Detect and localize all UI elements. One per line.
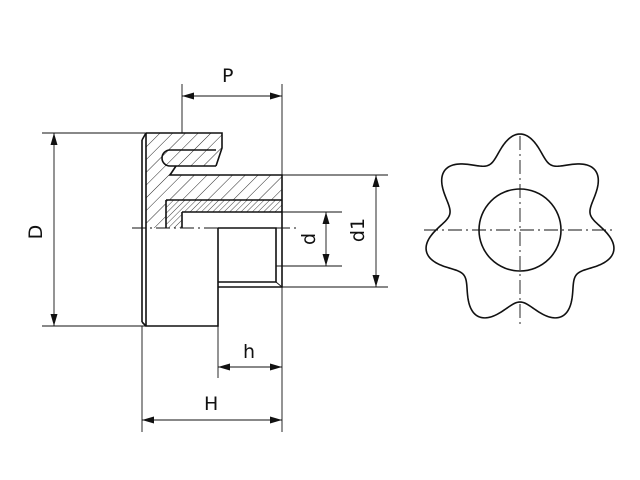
slot-outline xyxy=(161,149,216,167)
dim-label-d: d xyxy=(298,233,320,245)
insert-outline xyxy=(165,199,282,228)
dimensions: P D d d1 h H xyxy=(25,65,388,432)
dim-label-D: D xyxy=(25,225,47,240)
bore-outline xyxy=(218,227,277,283)
insert-bushing-hatch xyxy=(166,200,282,228)
dim-label-P: P xyxy=(222,65,233,87)
dim-label-d1: d1 xyxy=(347,218,369,242)
grip-edge-top xyxy=(141,132,147,327)
dim-label-H: H xyxy=(204,393,218,415)
side-view xyxy=(132,132,300,327)
dim-label-h: h xyxy=(243,341,255,363)
front-view xyxy=(424,133,616,326)
bore-chamfer xyxy=(275,281,283,288)
knob-outline xyxy=(145,132,223,327)
knob-section-hatch xyxy=(146,133,282,228)
